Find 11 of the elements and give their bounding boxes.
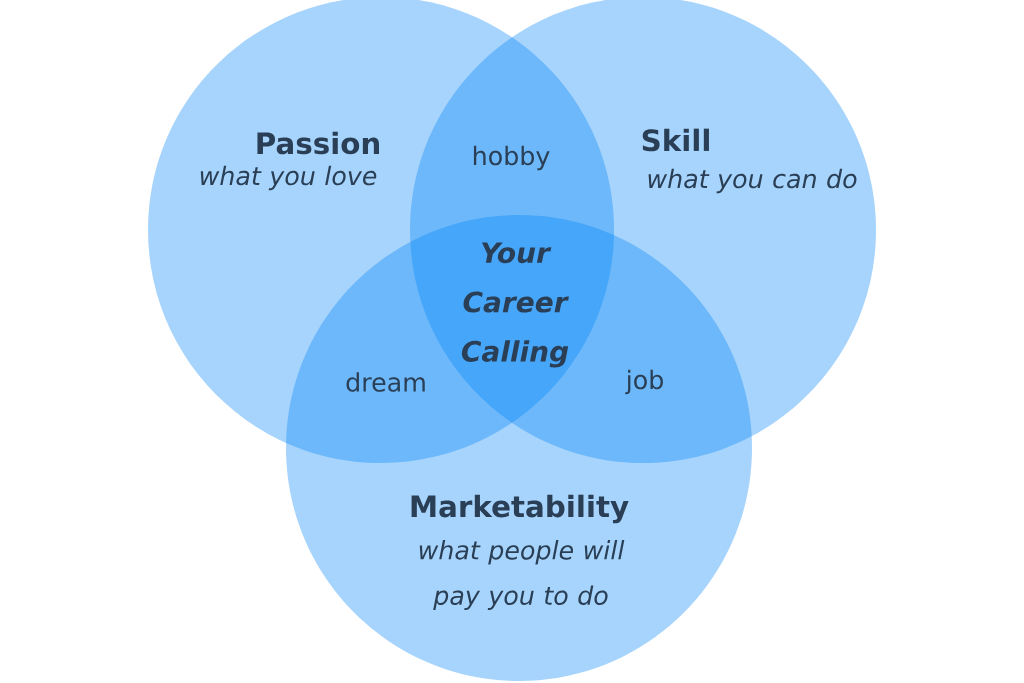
region-label: job — [625, 369, 663, 395]
subtitle: what you love — [200, 165, 377, 191]
heading: Skill — [642, 128, 709, 152]
heading: Marketability — [411, 494, 629, 524]
venn-circle — [286, 215, 752, 681]
region-label: Your Career Calling — [461, 242, 569, 368]
region-label: hobby — [473, 145, 550, 171]
subtitle: what people will pay you to do — [419, 540, 625, 610]
heading: Passion — [257, 131, 379, 155]
subtitle: what you can do — [648, 168, 857, 194]
region-label: dream — [346, 372, 425, 392]
